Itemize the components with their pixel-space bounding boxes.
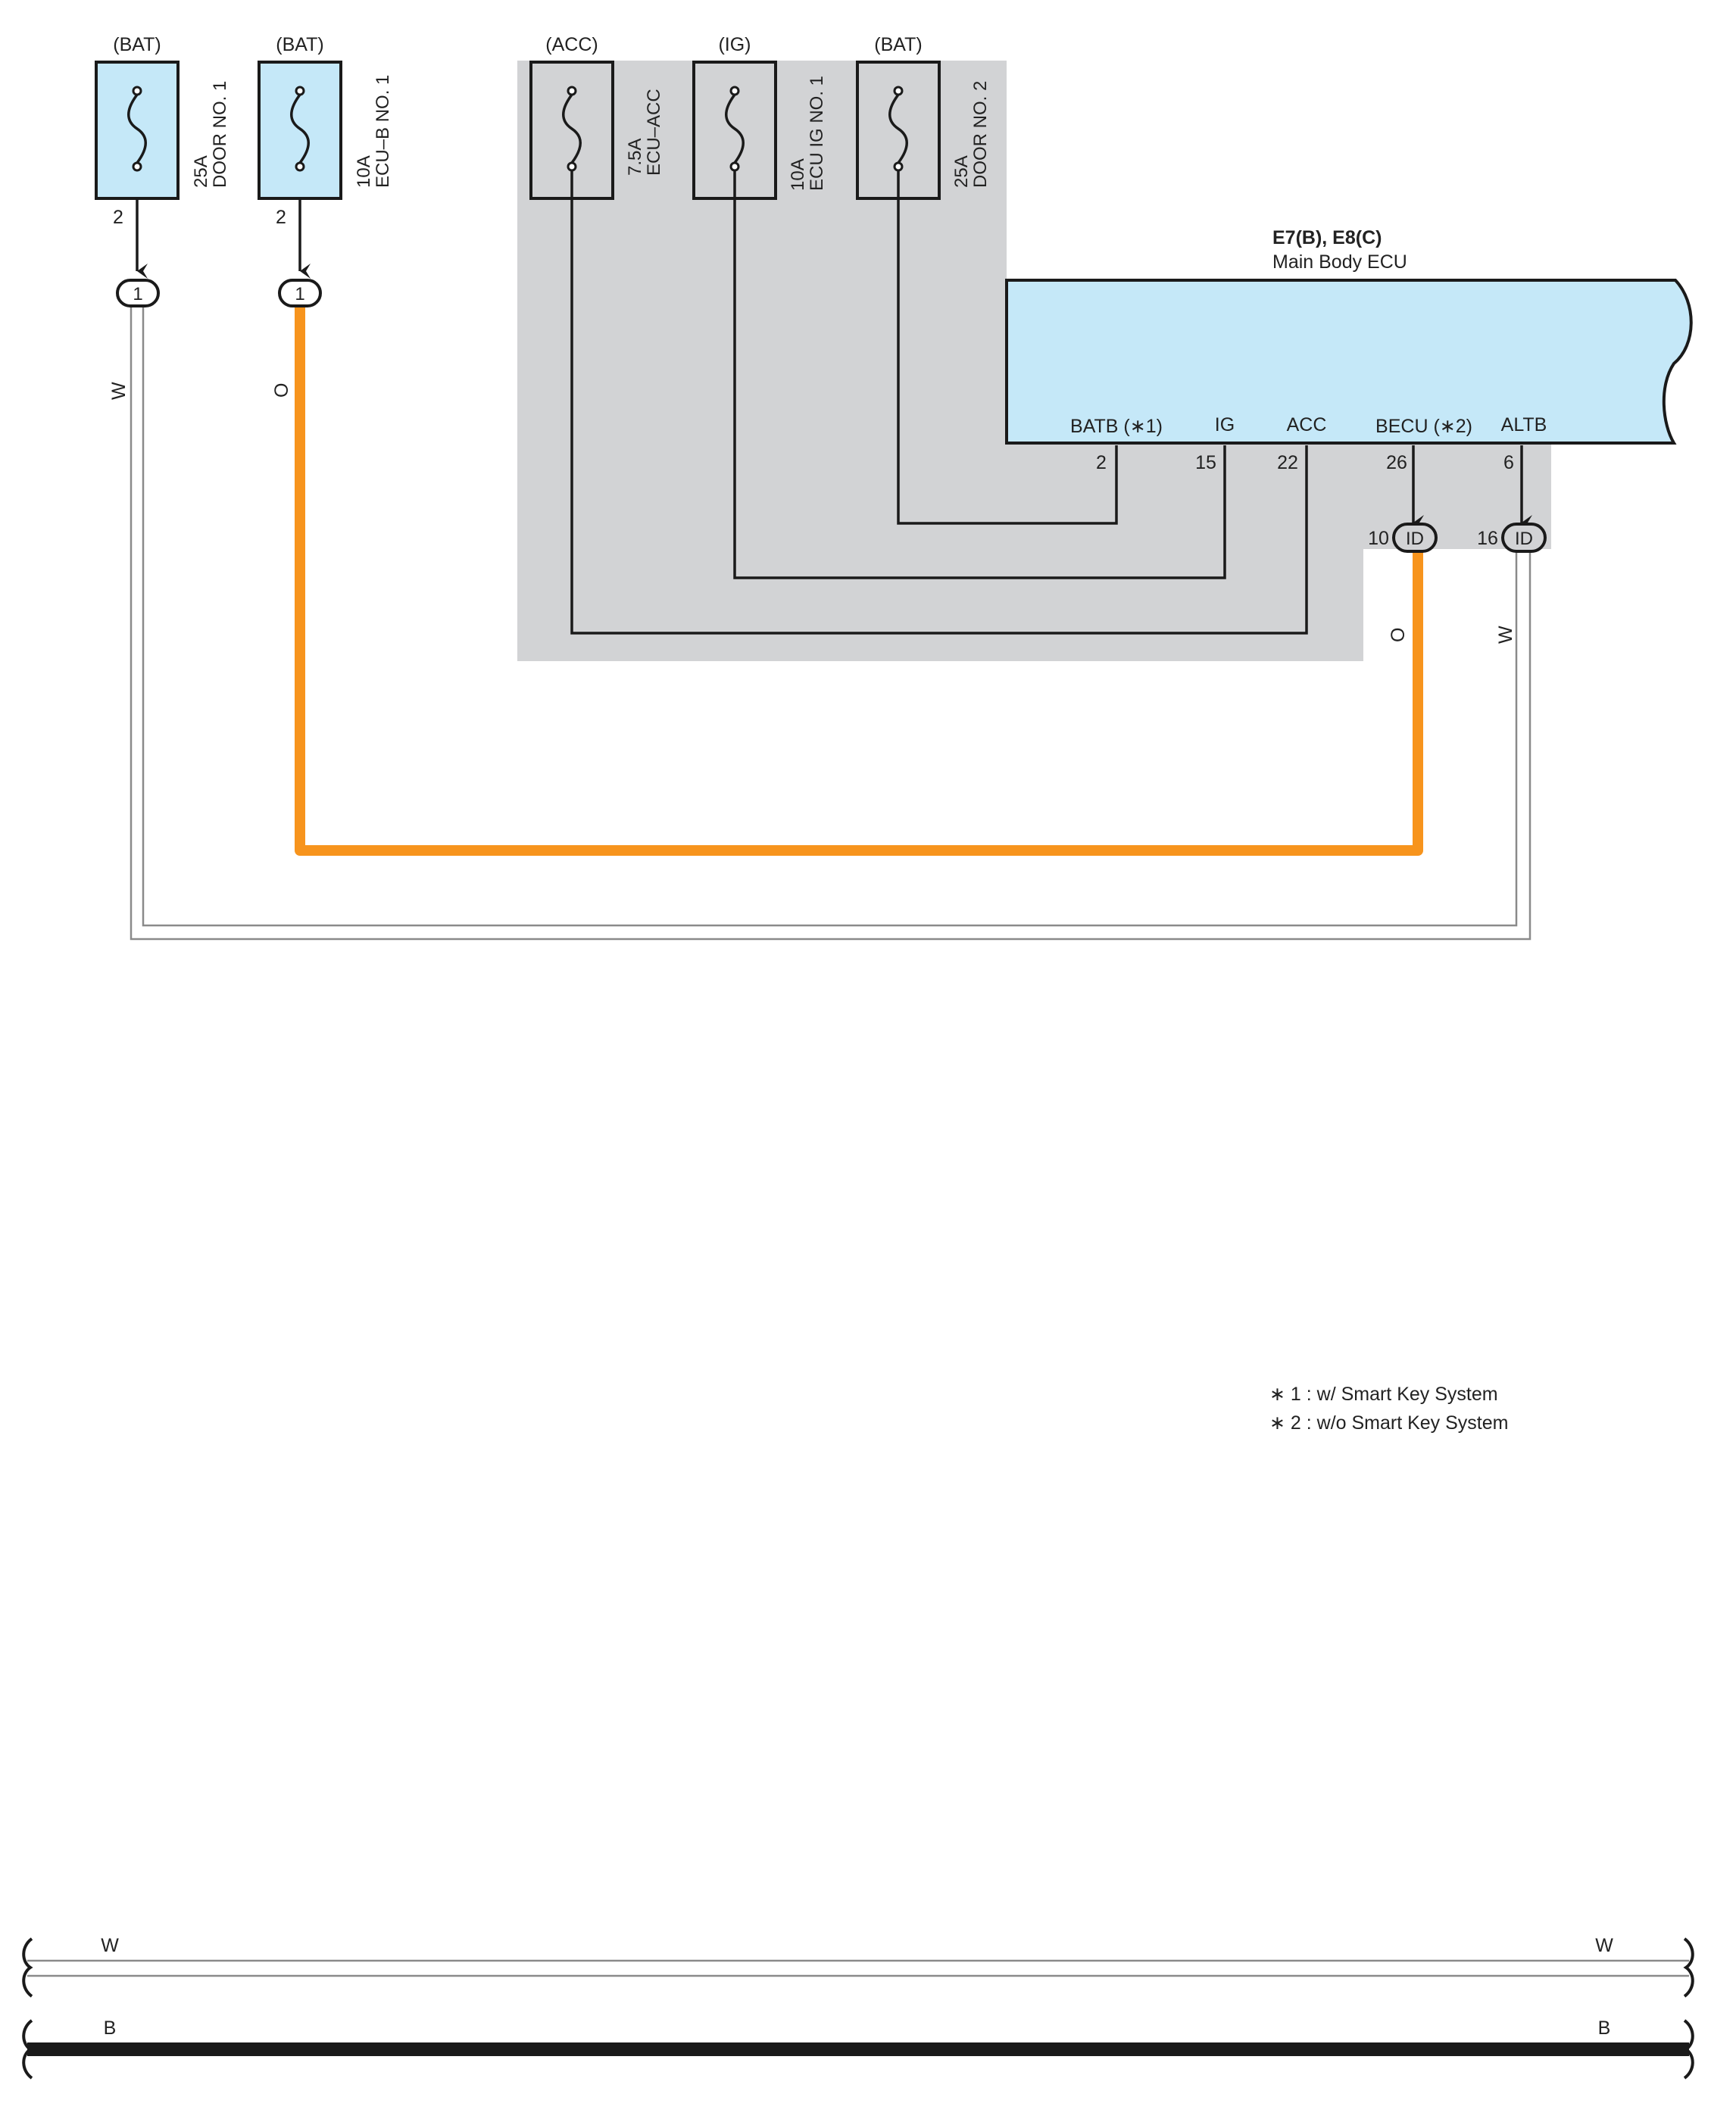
wire-ecu-ig-to-ig [733, 170, 1226, 579]
fuse-ecu-b-no1: (BAT) 10A ECU–B NO. 1 2 [258, 34, 393, 228]
ecu-pin-becu: 26 [1386, 452, 1407, 473]
wire-label-fuse1: W [108, 382, 130, 400]
main-body-ecu: E7(B), E8(C) Main Body ECU BATB (∗1) IG … [1005, 227, 1693, 473]
bus-black: B B [22, 2017, 1694, 2080]
fuse-ecu-ig-no1: (IG) 10A ECU IG NO. 1 [692, 34, 827, 200]
fuse-door-no1-pin: 2 [113, 207, 123, 228]
fuse-ecu-b-no1-pin: 2 [276, 207, 286, 228]
bus-black-right-label: B [1598, 2017, 1611, 2039]
junction-id-16-label: ID [1515, 529, 1533, 549]
ecu-terminal-becu: BECU (∗2) [1375, 416, 1472, 437]
note-smart-key: ∗ 1 : w/ Smart Key System [1269, 1384, 1498, 1405]
fuse-ecu-b-no1-name: ECU–B NO. 1 [373, 75, 393, 188]
junction-id-10-pin: 10 [1368, 528, 1389, 549]
ecu-terminal-ig: IG [1215, 414, 1235, 435]
ecu-terminal-batb: BATB (∗1) [1070, 416, 1163, 437]
ecu-name-label: Main Body ECU [1272, 251, 1407, 273]
fuse-door-no1-source: (BAT) [113, 34, 161, 55]
ecu-terminal-altb: ALTB [1501, 414, 1547, 435]
fuse-door-no2-rating: 25A [951, 155, 972, 188]
fuse-ecu-acc-name: ECU–ACC [644, 89, 664, 176]
wire-label-id10: O [1388, 628, 1409, 642]
white-wire [130, 303, 1531, 941]
ecu-pin-altb: 6 [1503, 452, 1514, 473]
junction-id-10-label: ID [1406, 529, 1424, 549]
fuse-door-no1-name: DOOR NO. 1 [210, 81, 230, 188]
fuse-ecu-acc-rating: 7.5A [625, 139, 645, 176]
ecu-box [1005, 279, 1693, 445]
fuse-door-no2-source: (BAT) [874, 34, 922, 55]
fuse-ecu-b-no1-rating: 10A [354, 155, 374, 188]
fuse-ecu-acc: (ACC) 7.5A ECU–ACC [529, 34, 664, 200]
fuse-ecu-b-no1-source: (BAT) [276, 34, 323, 55]
fuse-door-no1: (BAT) 25A DOOR NO. 1 2 [95, 34, 230, 228]
junction-1-left-label: 1 [133, 284, 142, 304]
bus-white-right-label: W [1595, 1935, 1613, 1956]
wire-door-no2-to-batb [897, 170, 1118, 525]
fuse-ecu-ig-no1-name: ECU IG NO. 1 [807, 76, 827, 191]
ecu-terminal-acc: ACC [1287, 414, 1327, 435]
bus-white: W W [22, 1935, 1694, 1998]
ecu-pin-batb: 2 [1096, 452, 1107, 473]
junction-1-right-label: 1 [295, 284, 304, 304]
junction-id-10: ID 10 [1368, 523, 1438, 553]
junction-id-16: ID 16 [1477, 523, 1547, 553]
fuse-ecu-ig-no1-rating: 10A [788, 158, 808, 191]
bus-white-left-label: W [101, 1935, 119, 1956]
wire-ecu-acc-to-acc [570, 170, 1308, 635]
fuse-door-no1-rating: 25A [191, 155, 211, 188]
junction-1-right: 1 [278, 279, 322, 307]
fuse-door-no2-name: DOOR NO. 2 [970, 81, 991, 188]
wire-label-fuse2: O [271, 383, 292, 398]
fuse-ecu-ig-no1-source: (IG) [718, 34, 751, 55]
ecu-pin-ig: 15 [1195, 452, 1216, 473]
ecu-pin-acc: 22 [1277, 452, 1298, 473]
wire-label-id16: W [1495, 626, 1516, 644]
fuse-ecu-acc-source: (ACC) [545, 34, 598, 55]
orange-wire [295, 303, 1423, 856]
fuse-door-no2: (BAT) 25A DOOR NO. 2 [856, 34, 991, 200]
junction-id-16-pin: 16 [1477, 528, 1498, 549]
junction-1-left: 1 [116, 279, 160, 307]
bus-black-left-label: B [104, 2017, 117, 2039]
note-no-smart-key: ∗ 2 : w/o Smart Key System [1269, 1412, 1508, 1434]
ecu-connector-label: E7(B), E8(C) [1272, 227, 1382, 248]
